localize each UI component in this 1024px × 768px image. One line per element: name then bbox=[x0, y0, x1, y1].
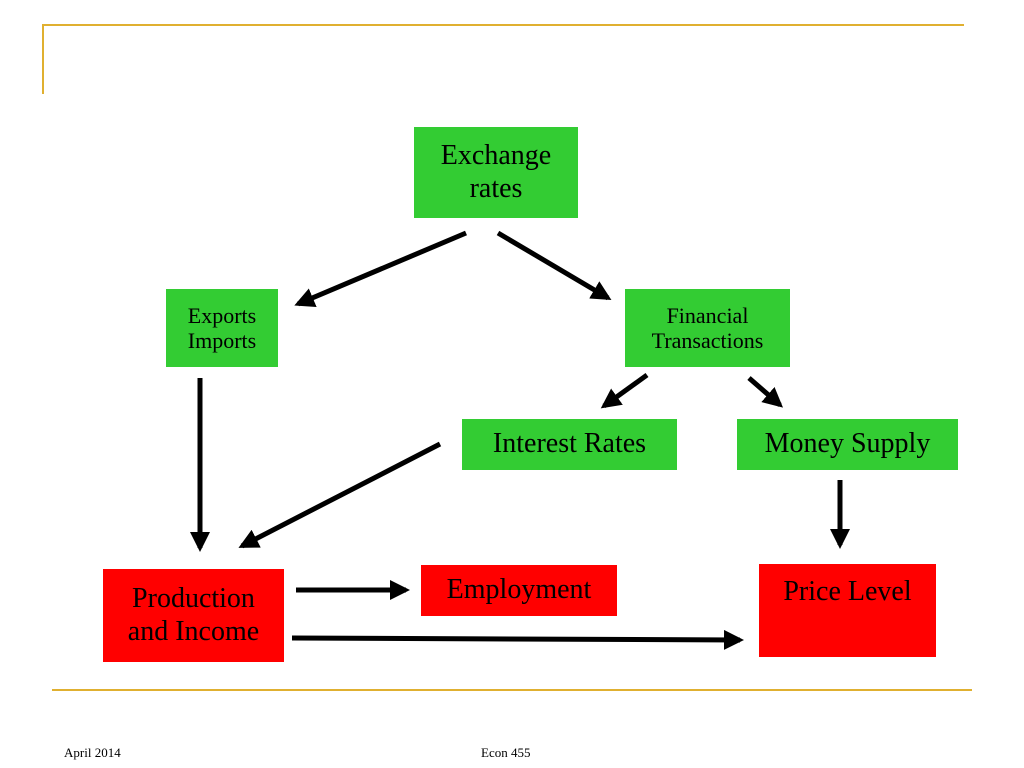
node-price-level: Price Level bbox=[759, 564, 936, 657]
node-interest-rates-line-1: Interest Rates bbox=[492, 428, 647, 460]
node-production-income-line-2: and Income bbox=[127, 615, 260, 647]
node-exports-imports-line-1: Exports bbox=[187, 302, 257, 328]
top-rule bbox=[42, 24, 964, 26]
node-money-supply: Money Supply bbox=[737, 419, 958, 470]
node-production-income-line-1: Production bbox=[132, 583, 255, 615]
arrow-financial-to-money bbox=[747, 376, 784, 408]
node-employment: Employment bbox=[421, 565, 617, 616]
node-exchange-rates: Exchange rates bbox=[414, 127, 578, 218]
footer-date: April 2014 bbox=[64, 745, 121, 760]
node-exchange-rates-line-1: Exchange bbox=[440, 140, 552, 172]
arrow-exchange-to-financial bbox=[496, 230, 612, 301]
arrow-financial-to-interest bbox=[600, 372, 649, 409]
node-interest-rates: Interest Rates bbox=[462, 419, 677, 470]
node-financial-transactions-line-2: Transactions bbox=[651, 328, 764, 353]
node-money-supply-line-1: Money Supply bbox=[764, 428, 931, 460]
node-financial-transactions: Financial Transactions bbox=[625, 289, 790, 367]
arrow-production-to-price bbox=[291, 629, 744, 650]
arrow-exchange-to-exports bbox=[294, 230, 467, 307]
node-price-level-line-1: Price Level bbox=[783, 576, 912, 607]
node-financial-transactions-line-1: Financial bbox=[666, 302, 749, 328]
node-exports-imports: Exports Imports bbox=[166, 289, 278, 367]
node-exports-imports-line-2: Imports bbox=[187, 328, 257, 353]
footer-course: Econ 455 bbox=[481, 745, 531, 760]
arrow-interest-to-production bbox=[238, 441, 442, 549]
node-production-income: Production and Income bbox=[103, 569, 284, 662]
left-rule bbox=[42, 24, 44, 94]
node-exchange-rates-line-2: rates bbox=[469, 172, 523, 204]
bottom-rule bbox=[52, 689, 972, 691]
node-employment-line-1: Employment bbox=[446, 574, 592, 606]
